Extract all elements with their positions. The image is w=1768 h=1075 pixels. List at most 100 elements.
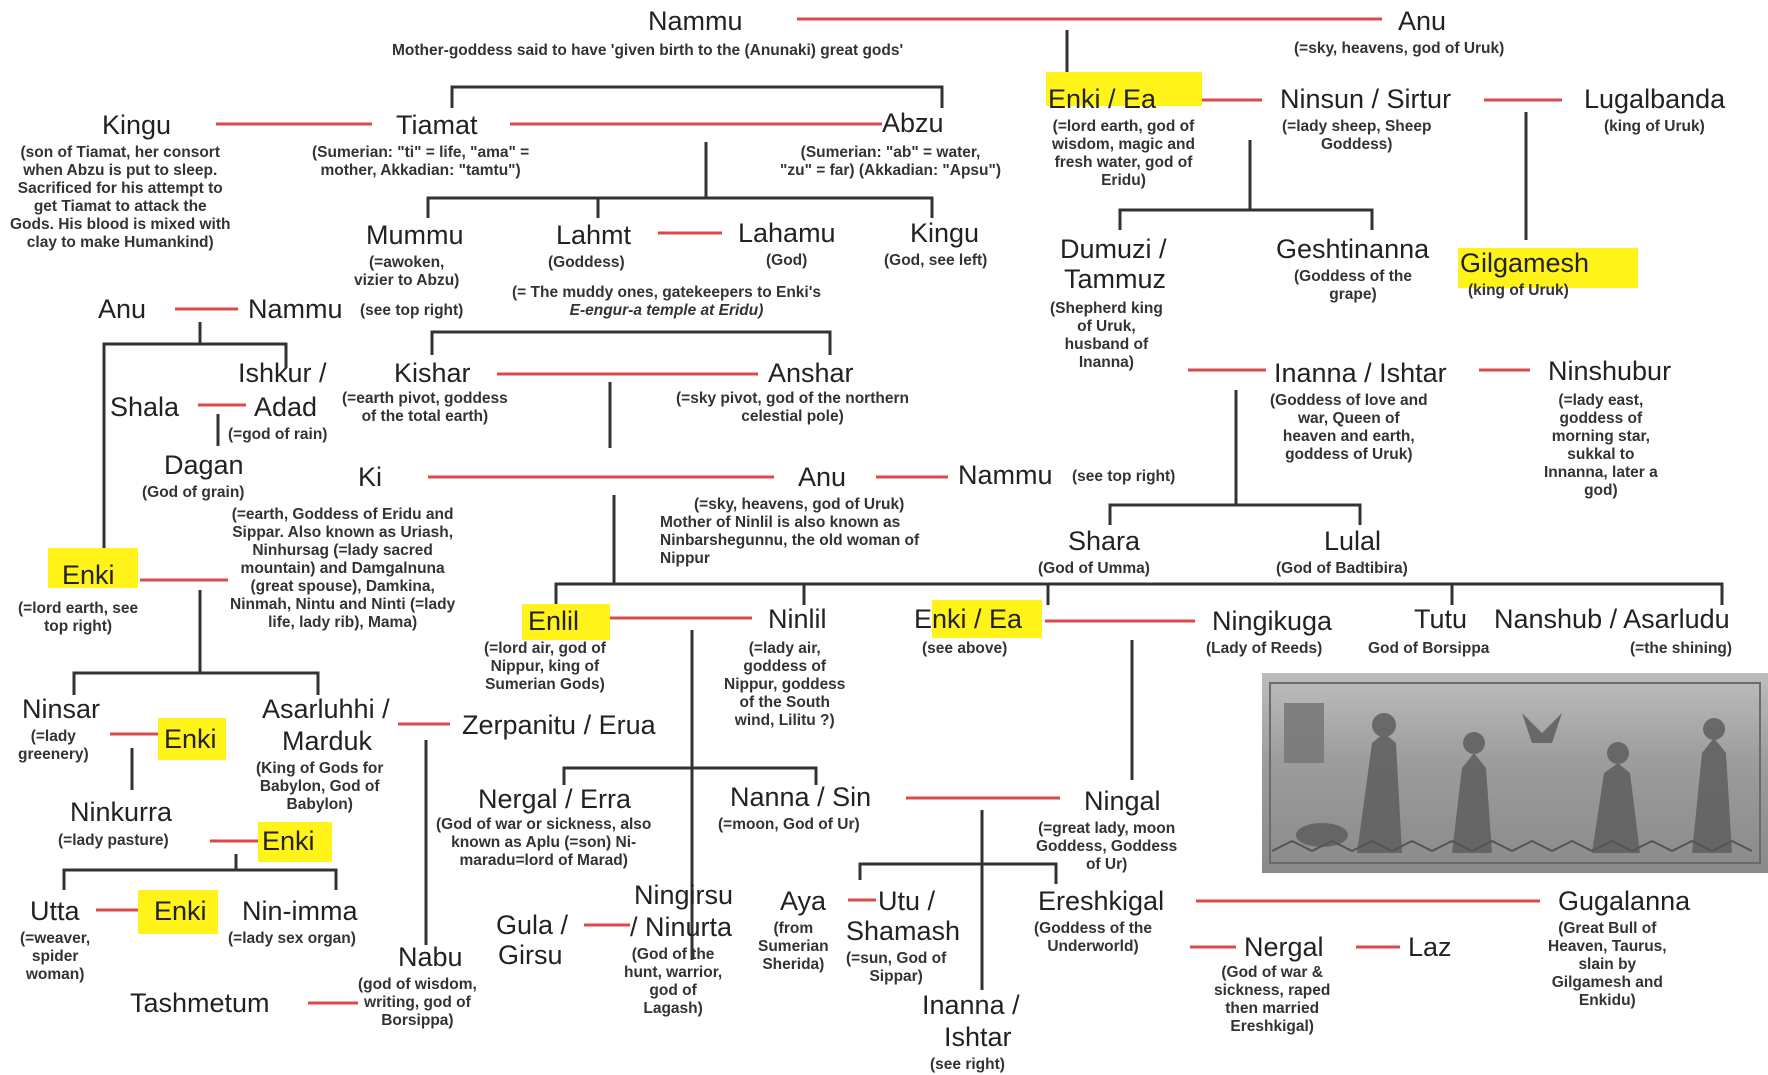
deity-enki-ea: Enki / Ea	[1048, 84, 1157, 114]
note-mummu: (=awoken,vizier to Abzu)	[354, 254, 460, 289]
deity-nammu: Nammu	[648, 6, 743, 36]
deity-ninurta: / Ninurta	[630, 912, 733, 942]
highlight-enki-left	[48, 548, 138, 588]
deity-nergal: Nergal	[1244, 932, 1324, 962]
deity-enlil: Enlil	[528, 606, 580, 636]
note-muddy-ones: (= The muddy ones, gatekeepers to Enki's…	[512, 284, 822, 319]
deity-asarluhhi: Asarluhhi /	[262, 694, 390, 724]
deity-lulal: Lulal	[1324, 526, 1382, 556]
note-ningikuga: (Lady of Reeds)	[1206, 640, 1323, 657]
deity-ninsar: Ninsar	[22, 694, 101, 724]
deity-enki: Enki	[62, 560, 115, 590]
note-nanna: (=moon, God of Ur)	[718, 816, 860, 833]
deity-nin-imma: Nin-imma	[242, 896, 358, 926]
highlight-gilgamesh	[1458, 248, 1638, 288]
deity-kingu: Kingu	[102, 110, 172, 140]
deity-nammu-mid: Nammu	[958, 460, 1053, 490]
deity-inanna-bottom-1: Inanna /	[922, 990, 1020, 1020]
deity-laz: Laz	[1408, 932, 1452, 962]
highlight-enki-ea-mid	[932, 600, 1042, 638]
deity-gilgamesh: Gilgamesh	[1460, 248, 1590, 278]
deity-shala: Shala	[110, 392, 180, 422]
deity-mummu: Mummu	[366, 220, 464, 250]
highlight-enki-ninkurra	[258, 822, 332, 862]
descent-line	[562, 766, 818, 785]
note-ninkurra: (=lady pasture)	[58, 832, 169, 849]
deity-nergal-erra: Nergal / Erra	[478, 784, 632, 814]
note-lugalbanda: (king of Uruk)	[1604, 118, 1705, 135]
deity-ningal: Ningal	[1084, 786, 1161, 816]
note-anu: (=sky, heavens, god of Uruk)	[1294, 40, 1505, 57]
note-tutu: God of Borsippa	[1368, 640, 1490, 657]
deity-kingu-mid: Kingu	[910, 218, 980, 248]
deity-dagan: Dagan	[164, 450, 244, 480]
note-nin-imma: (=lady sex organ)	[228, 930, 356, 947]
deity-ningirsu: Ningirsu	[634, 880, 734, 910]
deity-nammu-left: Nammu	[248, 294, 343, 324]
deity-anu: Anu	[1398, 6, 1447, 36]
deity-gula: Gula /	[496, 910, 569, 940]
note-lulal: (God of Badtibira)	[1276, 560, 1408, 577]
note-nammu-left: (see top right)	[360, 302, 464, 319]
deity-anu-left: Anu	[98, 294, 147, 324]
deity-zerpanitu: Zerpanitu / Erua	[462, 710, 656, 740]
note-enki-ea-mid: (see above)	[922, 640, 1008, 657]
deity-shamash: Shamash	[846, 916, 961, 946]
note-tiamat: (Sumerian: "ti" = life, "ama" =mother, A…	[312, 144, 530, 179]
deity-anu-mid: Anu	[798, 462, 847, 492]
highlight-enki-ea-top	[1046, 72, 1202, 106]
deity-anshar: Anshar	[768, 358, 854, 388]
cylinder-seal-image	[1262, 673, 1768, 873]
deity-dumuzi: Dumuzi /	[1060, 234, 1167, 264]
deity-lahamu: Lahamu	[738, 218, 836, 248]
deity-ninkurra: Ninkurra	[70, 797, 173, 827]
deity-ereshkigal: Ereshkigal	[1038, 886, 1165, 916]
deity-adad: Adad	[254, 392, 318, 422]
deity-utta: Utta	[30, 896, 80, 926]
deity-tiamat: Tiamat	[396, 110, 478, 140]
deity-geshtinanna: Geshtinanna	[1276, 234, 1430, 264]
deity-ishkur: Ishkur /	[238, 358, 327, 388]
deity-utu: Utu /	[878, 886, 936, 916]
note-dagan: (God of grain)	[142, 484, 245, 501]
deity-nabu: Nabu	[398, 942, 463, 972]
deity-tashmetum: Tashmetum	[130, 988, 270, 1018]
descent-line	[426, 196, 934, 218]
deity-ninsun: Ninsun / Sirtur	[1280, 84, 1452, 114]
descent-line	[858, 862, 1058, 884]
deity-kishar: Kishar	[394, 358, 471, 388]
descent-line	[72, 671, 320, 695]
descent-line	[62, 868, 338, 890]
highlight-enki-utta	[138, 890, 218, 934]
deity-enki-ninkurra: Enki	[262, 826, 315, 856]
deity-ki: Ki	[358, 462, 383, 492]
deity-lugalbanda: Lugalbanda	[1584, 84, 1726, 114]
note-adad: (=god of rain)	[228, 426, 328, 443]
deity-enki-ninsar: Enki	[164, 724, 217, 754]
note-lahmt: (Goddess)	[548, 254, 625, 271]
note-kingu-mid: (God, see left)	[884, 252, 988, 269]
deity-enki-utta: Enki	[154, 896, 207, 926]
note-nammu-mid: (see top right)	[1072, 468, 1176, 485]
deity-marduk: Marduk	[282, 726, 373, 756]
deity-girsu: Girsu	[498, 940, 563, 970]
deity-shara: Shara	[1068, 526, 1141, 556]
